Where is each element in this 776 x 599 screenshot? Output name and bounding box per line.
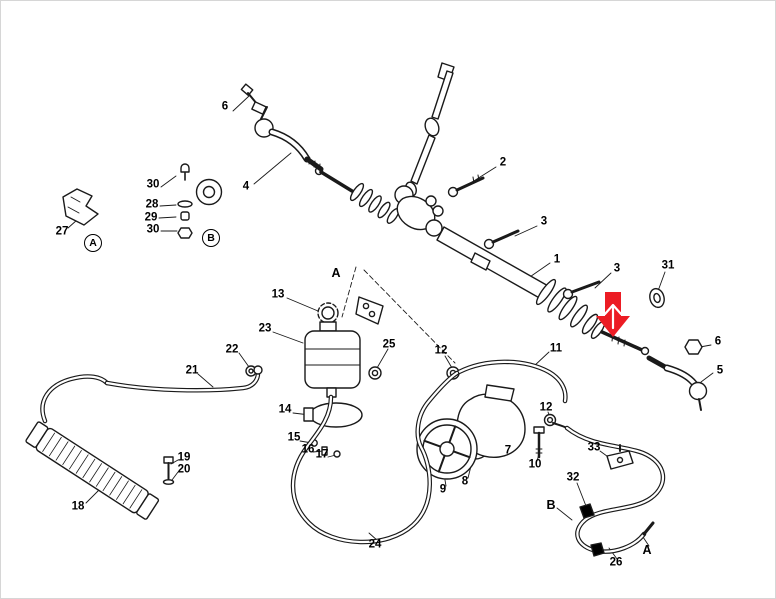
tie-rod-end-left (240, 83, 324, 172)
hose-clamp-32 (579, 503, 595, 519)
steering-rack (314, 166, 650, 356)
tie-rod-end-right (646, 339, 708, 411)
pump-assembly (416, 359, 568, 480)
bracket-and-bushings (62, 163, 223, 239)
hose-26 (552, 422, 666, 557)
line-art (25, 62, 714, 560)
hose-21 (104, 365, 263, 393)
fastener-bolts (447, 174, 665, 309)
steering-column-shaft (405, 62, 455, 197)
hose-24 (290, 370, 460, 545)
reservoir-assembly (245, 296, 460, 458)
hose-clamp-b (590, 542, 605, 557)
highlight-arrow (596, 292, 630, 337)
cooler-assembly (25, 374, 175, 520)
